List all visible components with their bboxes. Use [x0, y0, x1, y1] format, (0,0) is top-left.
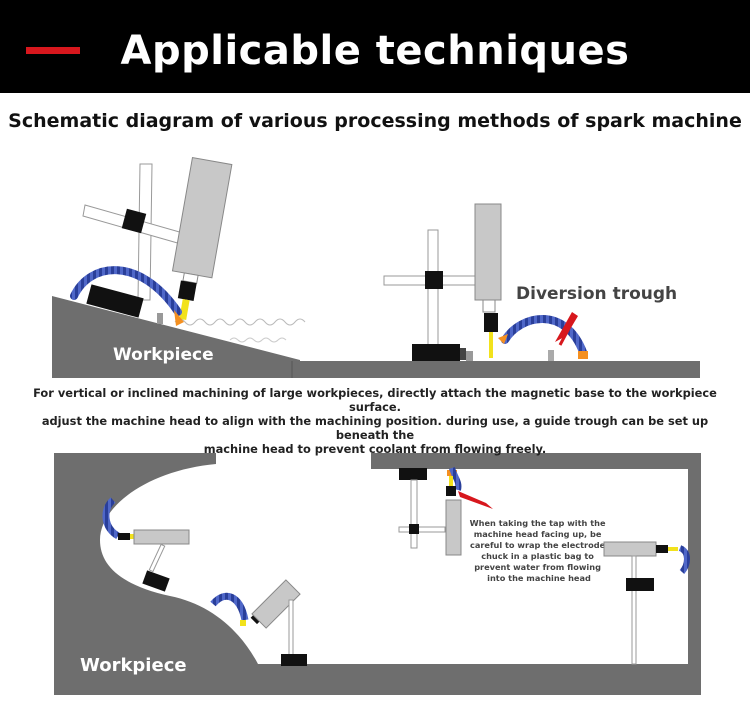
curve-tool-2 [210, 579, 307, 666]
left-magnetic-base [86, 284, 144, 318]
tap-note-line: machine head facing up, be [474, 529, 602, 539]
note-arrow [458, 491, 493, 509]
curve-tool-1 [102, 497, 190, 592]
diagram-subtitle: Schematic diagram of various processing … [8, 110, 742, 132]
bottom-diagram: When taking the tap with the machine hea… [54, 453, 701, 695]
tap-note-line: careful to wrap the electrode [470, 540, 606, 550]
inclined-workpiece [52, 296, 300, 378]
left-magnetic-stand [82, 163, 191, 324]
header-banner: Applicable techniques [0, 0, 750, 93]
side-wall-tool [603, 541, 690, 665]
tap-note: When taking the tap with the machine hea… [470, 518, 609, 583]
spark-waves-left [174, 318, 306, 326]
right-coolant-hose [501, 315, 587, 356]
tap-note-line: When taking the tap with the [470, 518, 606, 528]
top-diagram: Workpiece Diversion trough [52, 157, 700, 378]
diagram-caption: For vertical or inclined machining of la… [20, 386, 730, 456]
caption-line: machine head to prevent coolant from flo… [203, 442, 547, 456]
diversion-trough-label: Diversion trough [516, 284, 677, 304]
left-machine-head [171, 157, 233, 320]
caption-line: For vertical or inclined machining of la… [33, 386, 717, 414]
tap-note-line: prevent water from flowing [474, 562, 601, 572]
page-title: Applicable techniques [120, 28, 630, 74]
right-magnetic-stand [383, 229, 485, 361]
curved-workpiece [54, 453, 700, 695]
tap-note-line: into the machine head [487, 573, 591, 583]
caption-line: adjust the machine head to align with th… [41, 414, 709, 442]
accent-bar [26, 47, 80, 54]
right-magnetic-base [412, 344, 460, 361]
tap-note-line: chuck in a plastic bag to [481, 551, 594, 561]
bottom-workpiece-label: Workpiece [80, 655, 187, 676]
top-workpiece-label: Workpiece [113, 345, 214, 365]
flat-workpiece [292, 361, 700, 378]
left-coolant-hose [70, 266, 182, 316]
hanging-tool [398, 467, 493, 556]
right-machine-head [474, 203, 502, 358]
